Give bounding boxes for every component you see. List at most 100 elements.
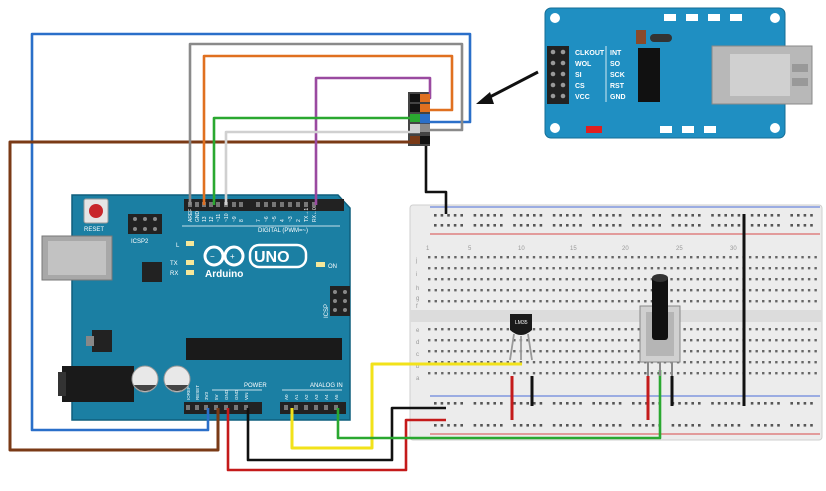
svg-text:+: + xyxy=(230,252,235,261)
strip-hole xyxy=(486,267,490,270)
strip-hole xyxy=(467,267,470,270)
strip-hole xyxy=(690,267,693,270)
pin-label: A0 xyxy=(284,394,289,400)
header-pin xyxy=(284,405,288,410)
strip-hole xyxy=(585,372,588,375)
strip-hole xyxy=(788,289,791,292)
svg-text:−: − xyxy=(210,252,215,261)
logo-text: Arduino xyxy=(205,269,243,280)
strip-hole xyxy=(703,339,706,342)
strip-hole xyxy=(591,328,595,331)
l-led xyxy=(186,241,194,246)
rail-hole xyxy=(533,214,536,217)
header-pin xyxy=(280,202,284,207)
strip-hole xyxy=(565,372,568,375)
status-led xyxy=(586,126,602,133)
strip-hole xyxy=(552,350,555,353)
strip-hole xyxy=(781,361,785,364)
strip-hole xyxy=(552,328,555,331)
strip-hole xyxy=(513,289,516,292)
rail-hole xyxy=(566,214,569,217)
strip-hole xyxy=(716,350,719,353)
strip-hole xyxy=(762,339,765,342)
strip-hole xyxy=(506,350,509,353)
strip-hole xyxy=(670,289,673,292)
strip-hole xyxy=(565,289,568,292)
strip-hole xyxy=(709,289,713,292)
pin-label: 12 xyxy=(209,216,215,222)
rail-hole xyxy=(612,224,615,227)
strip-hole xyxy=(722,300,726,303)
strip-hole xyxy=(801,256,804,259)
rail-hole xyxy=(684,424,688,427)
strip-hole xyxy=(539,339,542,342)
strip-hole xyxy=(748,372,752,375)
rail-hole xyxy=(810,224,813,227)
strip-hole xyxy=(650,289,654,292)
strip-hole xyxy=(611,289,614,292)
strip-hole xyxy=(460,300,464,303)
strip-hole xyxy=(768,372,771,375)
strip-hole xyxy=(552,278,555,281)
strip-hole xyxy=(441,328,444,331)
strip-hole xyxy=(519,361,523,364)
potentiometer[interactable] xyxy=(639,274,681,376)
wire-brown xyxy=(8,140,420,452)
potentiometer-knob[interactable] xyxy=(652,276,668,340)
strip-hole xyxy=(591,339,595,342)
header-pin xyxy=(186,405,190,410)
strip-hole xyxy=(624,372,627,375)
strip-hole xyxy=(598,361,601,364)
strip-hole xyxy=(493,328,496,331)
reset-button-cap[interactable] xyxy=(89,204,103,218)
rail-hole xyxy=(552,402,556,405)
rail-hole xyxy=(493,214,496,217)
strip-hole xyxy=(539,350,542,353)
row-letter-a: a xyxy=(416,376,420,382)
strip-hole xyxy=(716,278,719,281)
connector-pins xyxy=(410,94,430,144)
strip-hole xyxy=(676,300,680,303)
strip-hole xyxy=(480,372,483,375)
strip-hole xyxy=(768,350,771,353)
module-pin-label: SI xyxy=(575,72,582,79)
row-letter-b: b xyxy=(416,364,420,370)
strip-hole xyxy=(807,300,811,303)
header-pin xyxy=(234,405,238,410)
strip-hole xyxy=(428,289,431,292)
strip-hole xyxy=(617,328,621,331)
strip-hole xyxy=(788,256,791,259)
strip-hole xyxy=(722,372,726,375)
wire-blue xyxy=(30,32,472,432)
strip-hole xyxy=(585,256,588,259)
strip-hole xyxy=(729,278,732,281)
strip-hole xyxy=(814,361,817,364)
rail-hole xyxy=(500,402,503,405)
rail-hole xyxy=(566,402,569,405)
strip-hole xyxy=(709,256,713,259)
rail-hole xyxy=(711,214,714,217)
strip-hole xyxy=(781,339,785,342)
strip-hole xyxy=(441,361,444,364)
rail-hole xyxy=(447,224,450,227)
rail-hole xyxy=(473,214,477,217)
strip-hole xyxy=(683,350,686,353)
capacitor-2-band xyxy=(166,385,188,392)
strip-hole xyxy=(441,339,444,342)
strip-hole xyxy=(604,361,608,364)
strip-hole xyxy=(611,361,614,364)
strip-hole xyxy=(532,339,536,342)
strip-hole xyxy=(709,328,713,331)
pin-label: A2 xyxy=(304,394,309,400)
strip-hole xyxy=(637,361,640,364)
strip-hole xyxy=(500,339,503,342)
power-header xyxy=(184,402,262,414)
strip-hole xyxy=(729,256,732,259)
rail-hole xyxy=(757,214,760,217)
strip-hole xyxy=(703,289,706,292)
rail-hole xyxy=(770,424,774,427)
rail-hole xyxy=(440,224,444,227)
pin-label: IOREF xyxy=(186,386,191,400)
strip-hole xyxy=(650,267,654,270)
wire-gray xyxy=(188,42,464,205)
